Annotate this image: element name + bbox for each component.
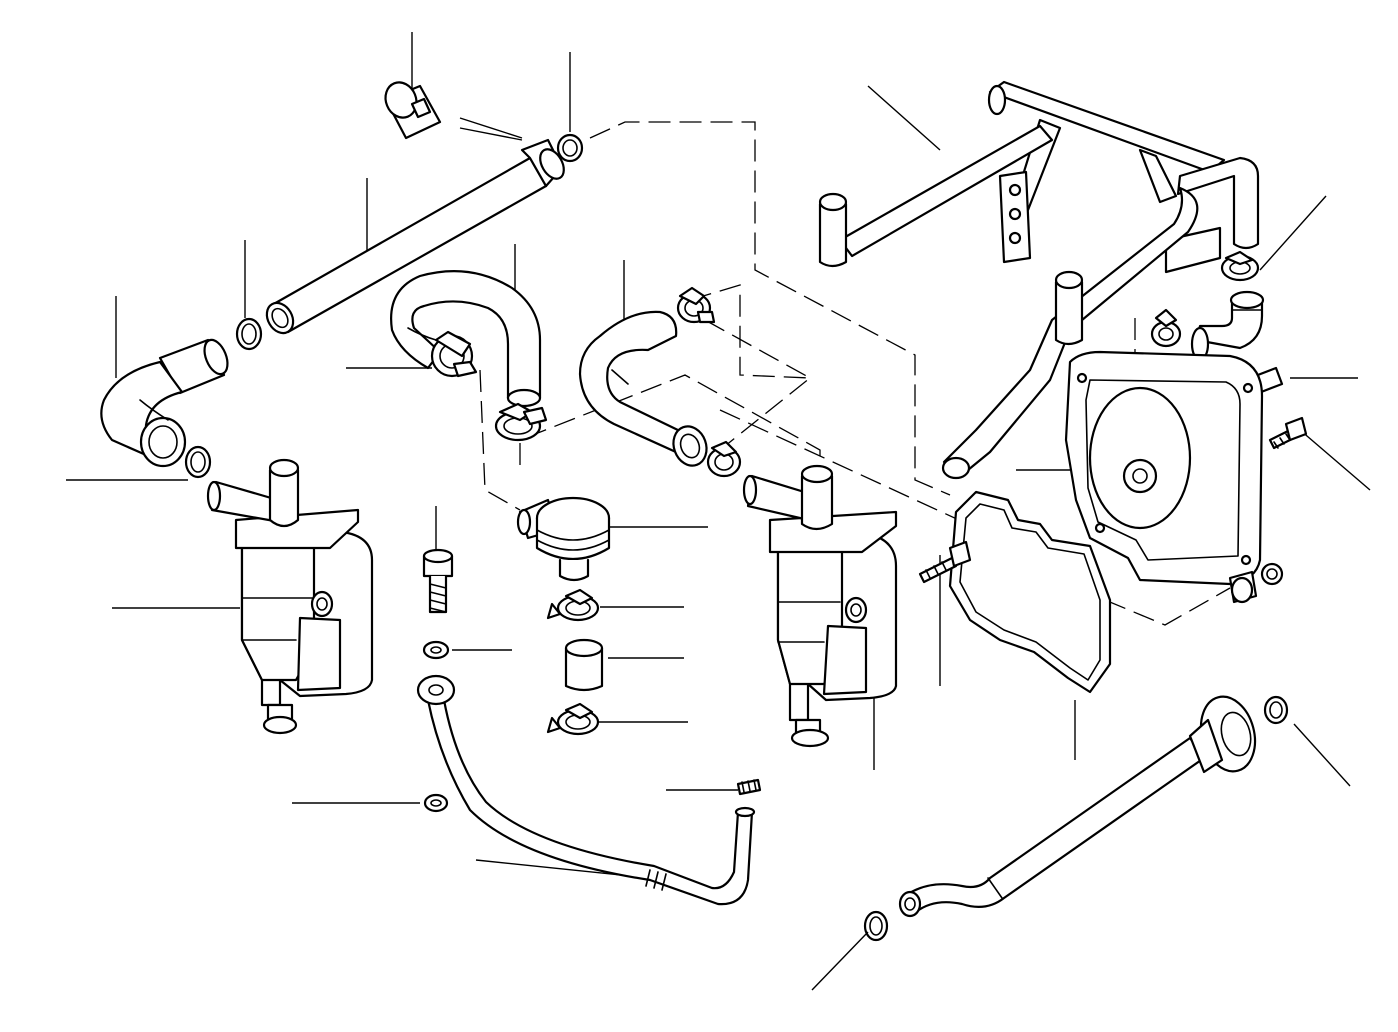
- return-pipe: [898, 695, 1257, 918]
- elbow-hose-left: [100, 338, 229, 468]
- o-ring-bottom-right: [1263, 695, 1289, 725]
- clamp-valve-upper: [546, 588, 600, 622]
- hose-clamp-right-middle: [1150, 308, 1182, 348]
- small-clip: [736, 778, 762, 796]
- hose-clamp-centre-right: [706, 440, 742, 478]
- washer-upper: [422, 640, 450, 660]
- elbow-hose-right: [1190, 290, 1265, 362]
- straight-pipe: [265, 138, 565, 335]
- pressure-control-valve: [516, 496, 611, 582]
- hose-clamp-upper-left: [430, 330, 478, 378]
- separator-cover: [1064, 350, 1264, 586]
- hose-clamp-right-top: [1220, 250, 1260, 282]
- hose-clamp-centre: [494, 402, 548, 442]
- gasket-bolt: [918, 540, 972, 584]
- drain-pipe: [416, 674, 756, 906]
- hex-bolt: [422, 548, 454, 614]
- sleeve-valve: [564, 638, 604, 692]
- o-ring-top-right: [556, 133, 584, 163]
- cover-gasket: [948, 490, 1112, 694]
- o-ring-left-lower: [184, 445, 212, 479]
- clamp-sleeve-top: [384, 81, 442, 140]
- curved-hose-upper: [390, 270, 542, 408]
- o-ring-left-upper: [235, 317, 263, 351]
- hose-clamp-centre-top: [676, 286, 716, 324]
- pipe-frame: [818, 80, 1260, 480]
- oil-separator-right: [742, 464, 898, 748]
- clamp-valve-lower: [546, 702, 600, 736]
- o-ring-bottom: [863, 910, 889, 942]
- cover-outlet-fittings: [1228, 562, 1284, 604]
- oil-separator-left: [206, 458, 374, 735]
- bolt-right: [1268, 416, 1308, 450]
- washer-lower: [423, 793, 449, 813]
- curved-hose-lower: [578, 310, 708, 467]
